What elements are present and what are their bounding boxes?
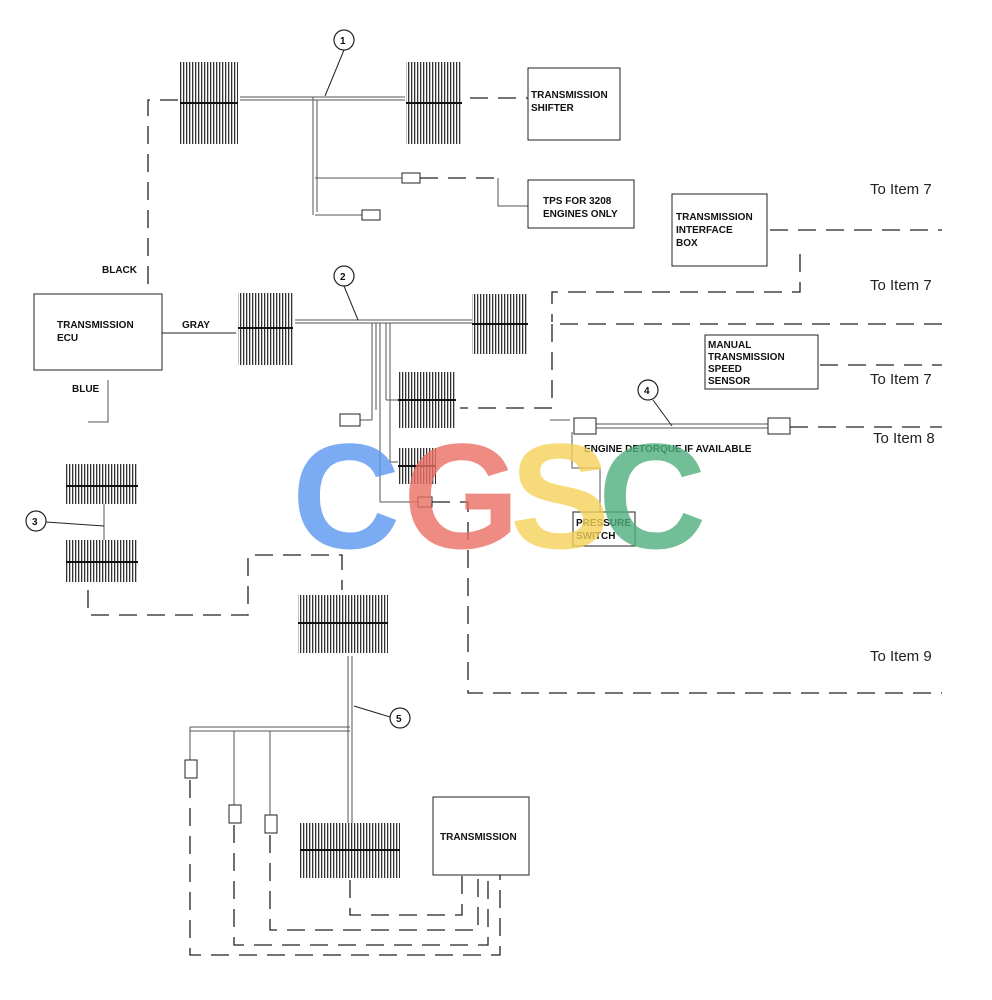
interface-box: TRANSMISSION INTERFACE BOX [671,193,768,267]
svg-text:TPS FOR 3208: TPS FOR 3208 [543,196,612,207]
ref-to-item-9: To Item 9 [870,648,932,665]
plug-harness2-b [417,496,433,508]
svg-text:ECU: ECU [57,333,78,344]
svg-text:MANUAL: MANUAL [708,340,751,351]
wire-label-engine-detorque: ENGINE DETORQUE IF AVAILABLE [584,444,752,455]
callout-1: 1 [324,29,355,97]
svg-text:SWITCH: SWITCH [576,531,615,542]
plug-harness4-right [767,417,791,435]
plug-harness2-a [339,413,361,427]
connectors [66,62,791,878]
dashed-routing [87,97,942,956]
watermark-letter-c1: C [292,412,400,580]
svg-text:PRESSURE: PRESSURE [576,518,631,529]
callout-2: 2 [333,265,359,321]
svg-text:BOX: BOX [676,238,698,249]
svg-text:1: 1 [340,36,346,47]
svg-text:TRANSMISSION: TRANSMISSION [708,352,785,363]
watermark-letter-s: S [510,412,610,580]
svg-text:2: 2 [340,272,346,283]
transmission-shifter-box: TRANSMISSION SHIFTER [527,67,621,141]
svg-text:SENSOR: SENSOR [708,376,751,387]
watermark-logo: C G S C [292,412,706,580]
callout-4: 4 [637,379,673,427]
plug-harness5-a [184,759,198,779]
svg-text:SPEED: SPEED [708,364,742,375]
wire-label-gray: GRAY [182,320,210,331]
pressure-switch-box: PRESSURE SWITCH [572,511,636,547]
callout-3: 3 [25,510,105,532]
ref-to-item-7-b: To Item 7 [870,277,932,294]
watermark-letter-c2: C [598,412,706,580]
callout-5: 5 [353,705,411,729]
svg-text:INTERFACE: INTERFACE [676,225,733,236]
manual-speed-sensor-box: MANUAL TRANSMISSION SPEED SENSOR [704,334,819,390]
plug-harness5-c [264,814,278,834]
svg-text:SHIFTER: SHIFTER [531,103,575,114]
svg-text:ENGINES ONLY: ENGINES ONLY [543,209,618,220]
svg-text:TRANSMISSION: TRANSMISSION [531,90,608,101]
watermark-letter-g: G [403,412,520,580]
ref-to-item-7-c: To Item 7 [870,371,932,388]
connector-3-top [66,464,138,504]
ref-to-item-7-a: To Item 7 [870,181,932,198]
ref-to-item-8: To Item 8 [873,430,935,447]
plug-harness4-left [573,417,597,435]
wire-label-blue: BLUE [72,384,100,395]
plug-harness5-b [228,804,242,824]
svg-text:TRANSMISSION: TRANSMISSION [676,212,753,223]
svg-text:4: 4 [644,386,650,397]
wire-label-black: BLACK [102,265,138,276]
svg-text:3: 3 [32,517,38,528]
svg-text:TRANSMISSION: TRANSMISSION [440,832,517,843]
ecu-box: TRANSMISSION ECU [33,293,163,371]
harness-wires [88,96,768,825]
tps-box: TPS FOR 3208 ENGINES ONLY [527,179,635,229]
plug-harness1-lower [361,209,381,221]
transmission-box: TRANSMISSION [432,796,530,876]
svg-text:TRANSMISSION: TRANSMISSION [57,320,134,331]
svg-text:5: 5 [396,714,402,725]
plug-tps [401,172,421,184]
